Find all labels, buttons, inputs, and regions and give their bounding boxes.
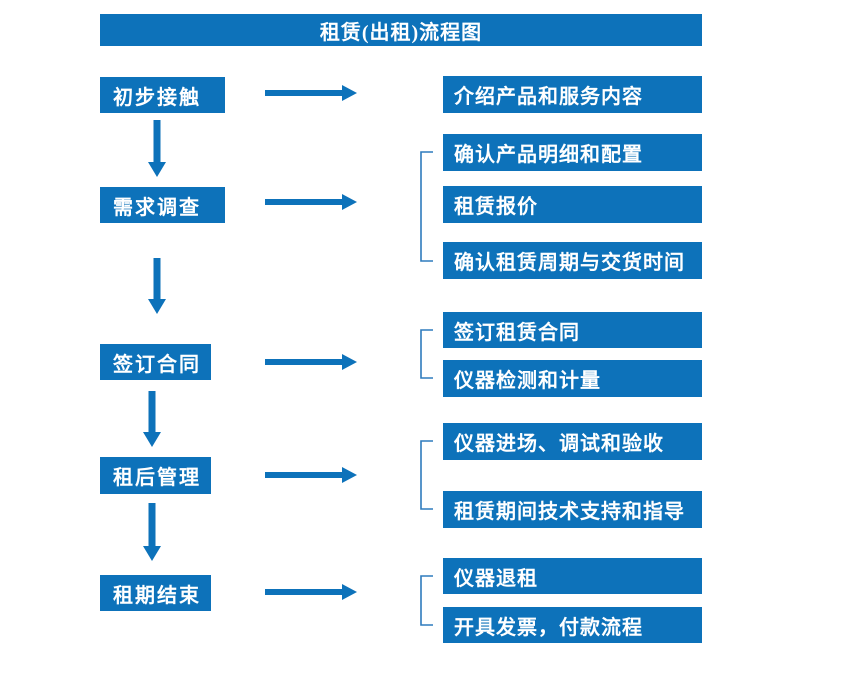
right-arrow-5 xyxy=(265,584,357,600)
detail-box-instrument-inspection: 仪器检测和计量 xyxy=(443,360,702,397)
down-arrow-3 xyxy=(143,391,161,447)
step-box-demand-survey: 需求调查 xyxy=(100,187,225,223)
detail-box-rental-quotation: 租赁报价 xyxy=(443,186,702,223)
bracket-group-3 xyxy=(420,329,433,379)
detail-box-invoice-payment: 开具发票，付款流程 xyxy=(443,607,702,643)
detail-box-confirm-product-config: 确认产品明细和配置 xyxy=(443,134,702,171)
bracket-group-2 xyxy=(420,151,433,262)
down-arrow-4 xyxy=(143,503,161,561)
detail-box-tech-support-guidance: 租赁期间技术支持和指导 xyxy=(443,491,702,528)
down-arrow-1 xyxy=(148,120,166,177)
right-arrow-4 xyxy=(265,467,357,483)
diagram-title: 租赁(出租)流程图 xyxy=(100,14,702,46)
right-arrow-2 xyxy=(265,194,357,210)
step-box-post-rental-management: 租后管理 xyxy=(100,457,211,494)
step-box-initial-contact: 初步接触 xyxy=(100,77,225,113)
detail-box-instrument-return: 仪器退租 xyxy=(443,558,702,594)
detail-box-confirm-period-delivery: 确认租赁周期与交货时间 xyxy=(443,242,702,279)
step-box-sign-contract: 签订合同 xyxy=(100,344,211,380)
detail-box-sign-rental-contract: 签订租赁合同 xyxy=(443,312,702,348)
right-arrow-3 xyxy=(265,354,357,370)
step-box-rental-end: 租期结束 xyxy=(100,575,211,611)
detail-box-introduce-products: 介绍产品和服务内容 xyxy=(443,76,702,113)
bracket-group-4 xyxy=(420,440,433,510)
right-arrow-1 xyxy=(265,85,357,101)
bracket-group-5 xyxy=(420,575,433,626)
down-arrow-2 xyxy=(148,258,166,314)
detail-box-instrument-setup-acceptance: 仪器进场、调试和验收 xyxy=(443,423,702,460)
